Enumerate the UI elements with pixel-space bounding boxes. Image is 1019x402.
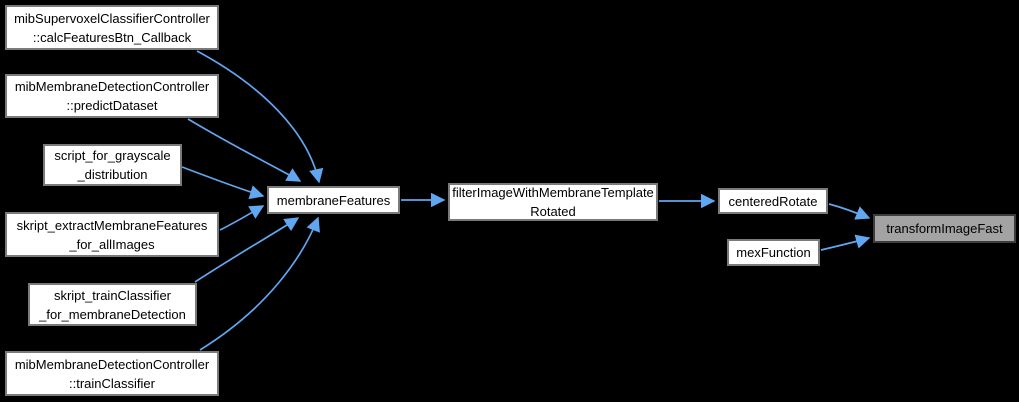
node-calcFeaturesBtn_Callback[interactable]: mibSupervoxelClassifierController ::calc… xyxy=(5,5,219,50)
node-mexFunction[interactable]: mexFunction xyxy=(727,239,820,266)
edge-trainClassifier-to-membraneFeatures xyxy=(199,216,320,351)
node-script_for_grayscale_distribution[interactable]: script_for_grayscale _distribution xyxy=(43,144,182,186)
node-trainClassifier[interactable]: mibMembraneDetectionController ::trainCl… xyxy=(5,351,219,396)
edge-predictDataset-to-membraneFeatures xyxy=(187,118,302,182)
edge-skript_trainClassifier_for_membraneDetection-to-membraneFeatures xyxy=(194,217,300,283)
node-membraneFeatures[interactable]: membraneFeatures xyxy=(267,186,400,214)
edge-centeredRotate-to-transformImageFast xyxy=(828,203,871,220)
node-transformImageFast: transformImageFast xyxy=(873,214,1016,243)
node-skript_extractMembraneFeatures_for_allImages[interactable]: skript_extractMembraneFeatures _for_allI… xyxy=(5,212,219,257)
edge-skript_extractMembraneFeatures_for_allImages-to-membraneFeatures xyxy=(219,205,265,231)
edge-calcFeaturesBtn_Callback-to-membraneFeatures xyxy=(196,50,324,184)
node-centeredRotate[interactable]: centeredRotate xyxy=(718,188,828,214)
node-skript_trainClassifier_for_membraneDetection[interactable]: skript_trainClassifier _for_membraneDete… xyxy=(28,283,197,326)
node-predictDataset[interactable]: mibMembraneDetectionController ::predict… xyxy=(5,74,219,118)
edge-mexFunction-to-transformImageFast xyxy=(820,234,871,251)
node-filterImageWithMembraneTemplateRotated[interactable]: filterImageWithMembraneTemplate Rotated xyxy=(448,183,658,221)
edge-script_for_grayscale_distribution-to-membraneFeatures xyxy=(181,166,265,200)
